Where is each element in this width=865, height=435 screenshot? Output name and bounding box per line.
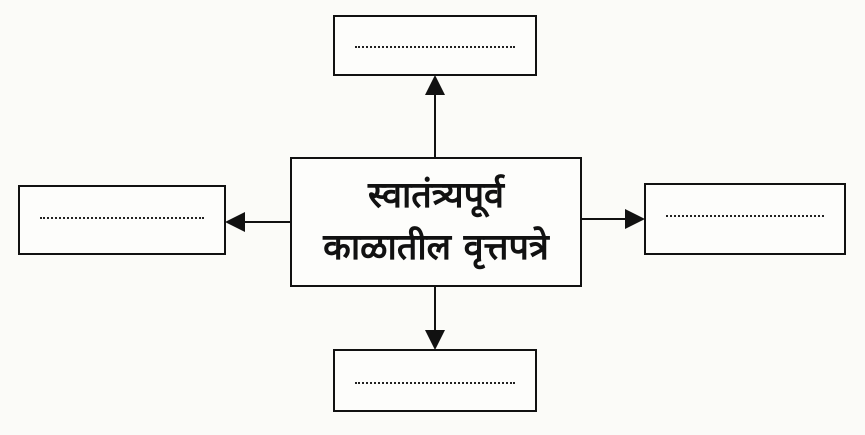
left-answer-box[interactable] [18,185,226,255]
blank-line [40,217,204,220]
central-topic-line1: स्वातंत्र्यपूर्व [367,175,505,216]
top-answer-box[interactable] [333,15,537,76]
bottom-answer-box[interactable] [333,349,537,412]
right-answer-box[interactable] [644,183,846,255]
central-topic-line2: काळातील वृत्तपत्रे [323,227,549,268]
central-topic-box: स्वातंत्र्यपूर्व काळातील वृत्तपत्रे [290,157,582,287]
blank-line [355,45,515,48]
blank-line [355,381,515,384]
blank-line [665,214,825,217]
